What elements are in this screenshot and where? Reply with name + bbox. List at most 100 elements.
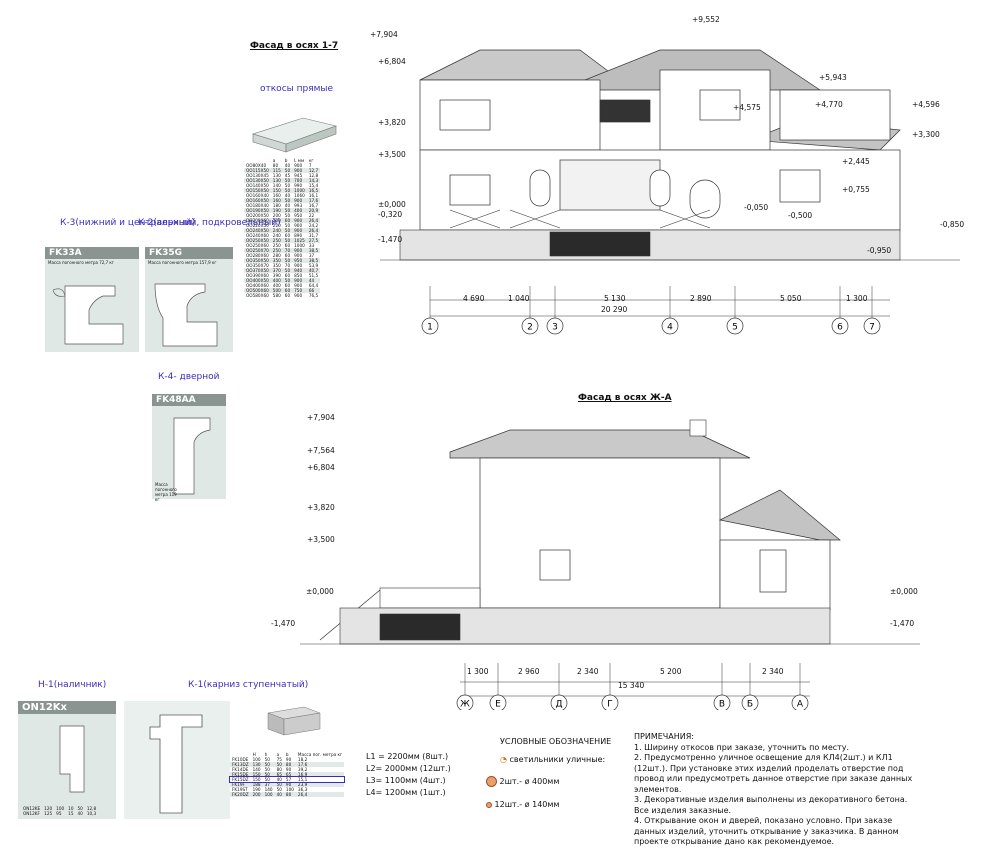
level-mark: +4,575	[733, 103, 761, 112]
axis-top-label: 7	[869, 323, 875, 333]
span-dim: 5 050	[780, 294, 802, 303]
roof-side	[449, 429, 751, 459]
axis-side-bubble	[489, 694, 507, 710]
level-mark: +9,552	[692, 15, 720, 24]
level-mark: +7,564	[307, 446, 335, 455]
k3-mass: Масса погонного метра 72,7 кг	[48, 260, 114, 265]
legend-title: УСЛОВНЫЕ ОБОЗНАЧЕНИЕ	[500, 737, 612, 746]
level-mark: +3,500	[307, 535, 335, 544]
axis-top-bubble	[546, 317, 564, 335]
otkosy-label: откосы прямые	[260, 84, 334, 94]
level-mark: ±0,000	[306, 587, 334, 596]
span-dim: 1 300	[846, 294, 868, 303]
k4-mass: Масса погонного метра 119 кг	[155, 482, 177, 502]
level-mark: +0,755	[842, 185, 870, 194]
light-fixture-icon: ◔	[500, 755, 507, 764]
axis-side-bubble	[601, 694, 619, 710]
span-dim: 1 040	[508, 294, 530, 303]
k3-label: К-3(нижний и центральный)	[60, 218, 196, 228]
basement-grille-side	[379, 613, 461, 641]
axis-top-bubble	[421, 317, 439, 335]
level-mark: +7,904	[307, 413, 335, 422]
length-list: L1 = 2200мм (8шт.)L2= 2000мм (12шт.)L3= …	[366, 751, 451, 799]
n1-label: Н-1(наличник)	[38, 680, 107, 690]
legend-small-text: 12шт.- ø 140мм	[494, 800, 560, 809]
level-mark: +7,904	[370, 30, 398, 39]
level-mark: +3,300	[912, 130, 940, 139]
level-mark: +3,820	[307, 503, 335, 512]
level-mark: +3,820	[378, 118, 406, 127]
side-total-dim: 15 340	[618, 681, 645, 690]
level-mark: -1,470	[271, 619, 296, 628]
small-lamp-icon	[486, 801, 492, 808]
legend-big: 2шт.- ø 400мм	[486, 776, 559, 787]
level-mark: +5,943	[819, 73, 847, 82]
legend-big-text: 2шт.- ø 400мм	[499, 777, 560, 786]
span-dim: 5 200	[660, 667, 682, 676]
level-mark: -0,850	[940, 220, 965, 229]
otkosy-drawing	[248, 106, 338, 156]
axis-top-bubble	[863, 317, 881, 335]
k1-profile	[149, 714, 203, 814]
k3-card: FK33A Масса погонного метра 72,7 кг	[45, 247, 139, 352]
span-dim: 4 690	[463, 294, 485, 303]
level-mark: ±0,000	[378, 200, 406, 209]
length-item: L1 = 2200мм (8шт.)	[366, 752, 449, 761]
level-mark: -0,320	[378, 210, 403, 219]
roof-left	[419, 49, 622, 81]
top-total-dim: 20 290	[601, 305, 628, 314]
span-dim: 2 340	[762, 667, 784, 676]
level-mark: +6,804	[378, 57, 406, 66]
axis-top-label: 4	[667, 323, 673, 333]
note-item: 2. Предусмотренно уличное освещение для …	[634, 753, 913, 794]
k1-3d	[262, 703, 324, 741]
legend-lights-text: светильники уличные:	[509, 755, 606, 764]
k2-code: FK35G	[145, 247, 233, 259]
k3-code: FK33A	[45, 247, 139, 259]
axis-top-bubble	[661, 317, 679, 335]
k1-profile-card	[124, 701, 230, 819]
level-mark: -1,470	[378, 235, 403, 244]
axis-top-label: 3	[552, 323, 558, 333]
notes-block: ПРИМЕЧАНИЯ: 1. Ширину откосов при заказе…	[634, 732, 924, 848]
axis-side-label: А	[797, 700, 804, 710]
note-item: 4. Открывание окон и дверей, показано ус…	[634, 816, 899, 846]
n1-code: ON12Kx	[18, 701, 116, 714]
k4-code: FK48AA	[152, 394, 226, 406]
axis-side-label: Ж	[460, 700, 470, 710]
axis-top-label: 5	[732, 323, 738, 333]
axis-side-label: Д	[555, 700, 562, 710]
axis-side-bubble	[456, 694, 474, 710]
axis-side-label: В	[719, 700, 725, 710]
axis-top-bubble	[831, 317, 849, 335]
axis-side-label: Б	[747, 700, 753, 710]
axis-side-bubble	[741, 694, 759, 710]
span-dim: 1 300	[467, 667, 489, 676]
level-mark: +2,445	[842, 157, 870, 166]
level-mark: +4,770	[815, 100, 843, 109]
